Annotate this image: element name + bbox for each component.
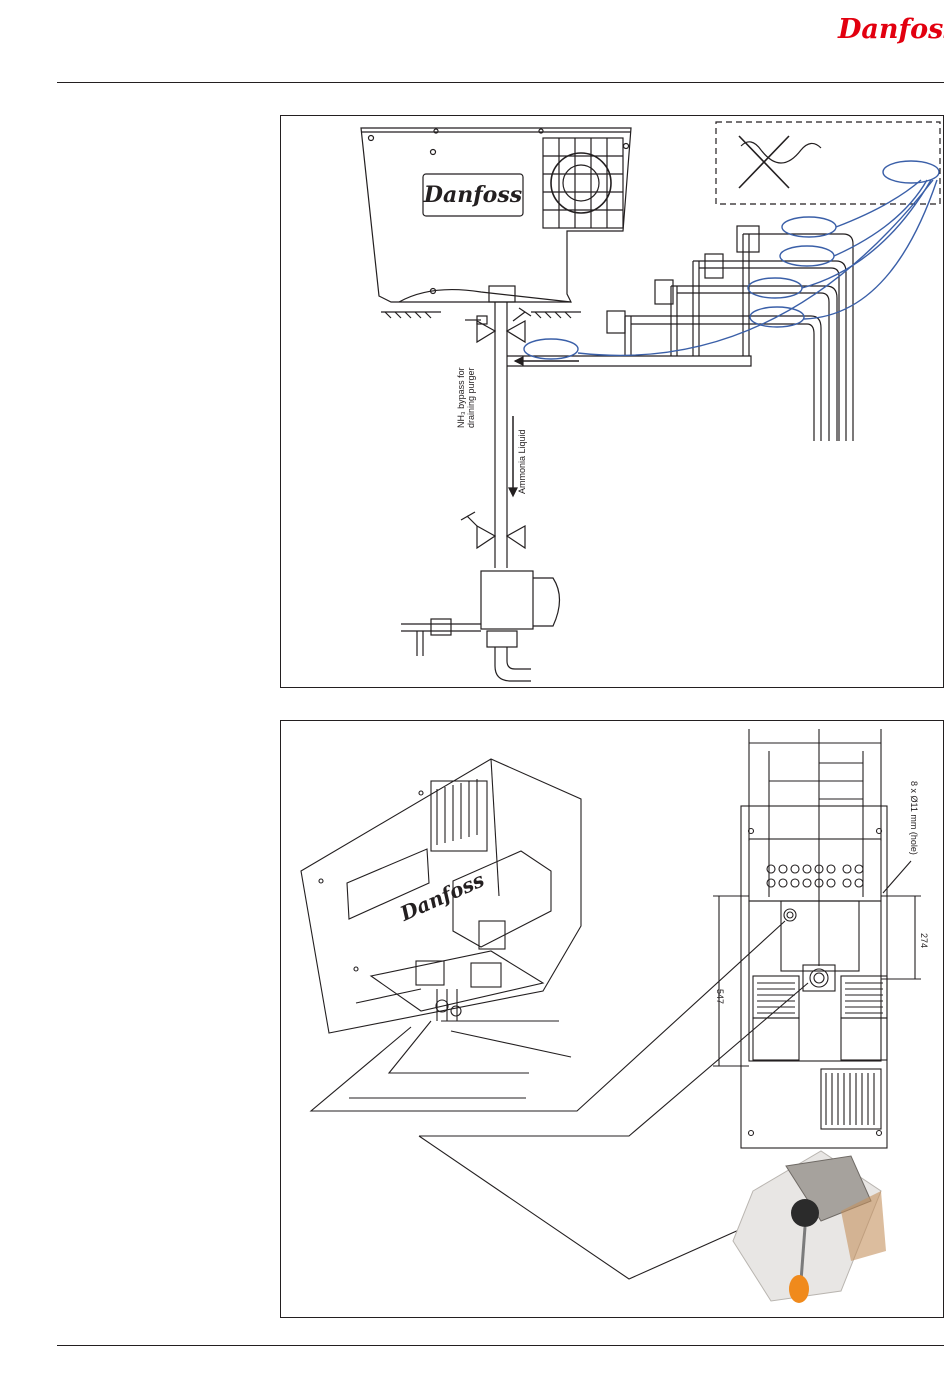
bypass-label-line-1: NH₃ bypass for — [456, 367, 466, 428]
installation-diagram-figure: Danfoss NH₃ bypass for draining purger A… — [280, 115, 944, 688]
footer-rule — [57, 1345, 944, 1346]
connector-highlights — [524, 161, 939, 359]
highlight-ellipse-target — [883, 161, 939, 183]
dimension-547: 547 — [715, 989, 725, 1004]
installation-diagram: Danfoss NH₃ bypass for draining purger A… — [281, 116, 945, 689]
flow-label: Ammonia Liquid — [517, 429, 527, 494]
hole-dimension-label: 8 x Ø11 mm (hole) — [909, 781, 919, 855]
highlight-ellipse-3 — [748, 278, 802, 298]
danfoss-logo-text: Danfoss — [837, 14, 944, 45]
mounting-drawing: Danfoss 8 x Ø11 mm (hole) 274 547 — [281, 721, 945, 1319]
highlight-ellipse-4 — [780, 246, 834, 266]
leader-lines — [311, 921, 808, 1279]
strainer-branches — [607, 226, 853, 441]
iso-fan-grille — [431, 781, 487, 851]
header-rule — [57, 82, 944, 83]
danfoss-logo: Danfoss — [836, 6, 944, 48]
housing-logo-text: Danfoss — [423, 182, 522, 208]
mounting-dimension-figure: Danfoss 8 x Ø11 mm (hole) 274 547 — [280, 720, 944, 1318]
lower-unit — [481, 571, 533, 629]
plan-view — [741, 806, 887, 1148]
dimension-274: 274 — [919, 933, 929, 948]
dimension-lines — [713, 729, 921, 1066]
bypass-label-line-2: draining purger — [466, 367, 476, 428]
connector-photo — [733, 1151, 886, 1303]
iso-logo-text: Danfoss — [396, 867, 488, 926]
